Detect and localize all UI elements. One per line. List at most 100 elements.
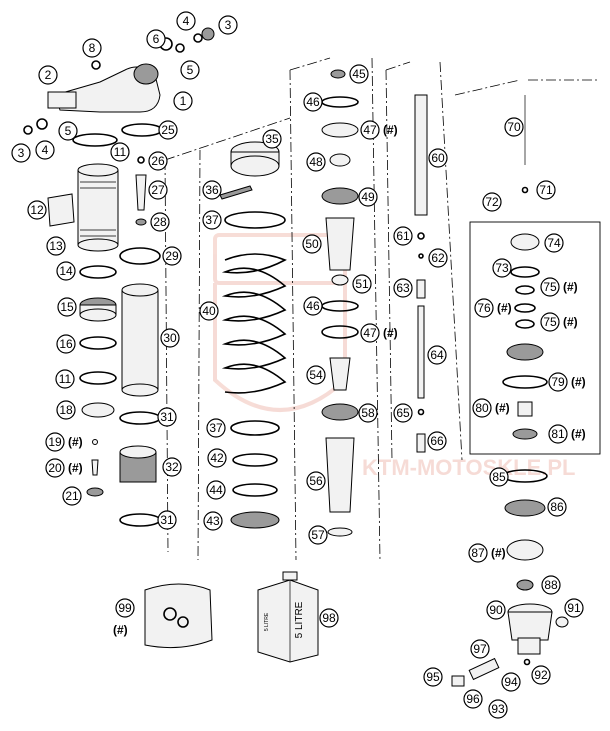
callout-18: 18	[56, 400, 76, 420]
callout-72: 72	[482, 192, 502, 212]
callout-circle	[82, 38, 102, 58]
callout-5: 5	[180, 60, 200, 80]
callout-circle	[180, 60, 200, 80]
callout-circle	[393, 278, 413, 298]
callout-circle	[427, 431, 447, 451]
callout-29: 29	[162, 246, 182, 266]
callout-circle	[306, 152, 326, 172]
callout-circle	[393, 226, 413, 246]
callout-circle	[58, 121, 78, 141]
callout-11: 11	[55, 369, 75, 389]
callout-number: 27	[151, 183, 165, 197]
callout-87: 87 (#)	[468, 543, 506, 563]
callout-circle	[148, 151, 168, 171]
callout-number: 6	[153, 32, 160, 46]
hash-tag: (#)	[491, 546, 506, 560]
callout-number: 37	[209, 421, 223, 435]
callout-3: 3	[11, 143, 31, 163]
callout-circle	[540, 312, 560, 332]
callout-number: 50	[305, 237, 319, 251]
callout-75: 75(#)	[540, 312, 578, 332]
callout-number: 3	[18, 146, 25, 160]
callout-86: 86	[547, 497, 567, 517]
callout-number: 31	[160, 513, 174, 527]
callout-number: 45	[352, 67, 366, 81]
callout-number: 11	[59, 372, 72, 386]
callout-circle	[474, 298, 494, 318]
callout-circle	[501, 672, 521, 692]
callout-circle	[206, 480, 226, 500]
callout-number: 75	[543, 280, 557, 294]
callout-number: 76	[477, 301, 491, 315]
callout-number: 42	[210, 451, 224, 465]
callout-number: 36	[205, 183, 219, 197]
callout-54: 54	[306, 365, 326, 385]
callout-circle	[45, 432, 65, 452]
callout-number: 93	[491, 702, 505, 716]
callout-number: 87	[471, 546, 485, 560]
callout-number: 88	[544, 578, 558, 592]
callout-circle	[150, 212, 170, 232]
callout-circle	[203, 511, 223, 531]
callout-number: 47	[363, 123, 377, 137]
callout-90: 90	[486, 600, 506, 620]
callout-16: 16	[56, 334, 76, 354]
callout-circle	[46, 236, 66, 256]
callout-circle	[162, 246, 182, 266]
callout-95: 95	[423, 667, 443, 687]
callout-circle	[306, 365, 326, 385]
callout-circle	[207, 448, 227, 468]
callout-circle	[148, 180, 168, 200]
oil-can-98: 5 LITRE 5 LITRE	[257, 571, 319, 663]
callout-number: 66	[430, 434, 444, 448]
callout-64: 64	[427, 345, 447, 365]
callout-number: 5	[187, 63, 194, 77]
callout-number: 1	[180, 94, 187, 108]
callout-5: 5	[58, 121, 78, 141]
callout-number: 79	[551, 375, 565, 389]
callout-31: 31	[157, 510, 177, 530]
callout-6: 6	[146, 29, 166, 49]
callout-number: 63	[396, 281, 410, 295]
callout-circle	[488, 699, 508, 719]
hash-tag: (#)	[68, 435, 83, 449]
callout-circle	[306, 471, 326, 491]
callout-27: 27	[148, 180, 168, 200]
callout-circle	[352, 274, 372, 294]
callout-63: 63	[393, 278, 413, 298]
callout-number: 32	[165, 460, 179, 474]
hash-tag: (#)	[383, 123, 398, 137]
group-72-box	[469, 221, 601, 455]
callout-number: 25	[161, 123, 175, 137]
callout-31: 31	[157, 407, 177, 427]
callout-11: 11	[110, 142, 130, 162]
callout-circle	[541, 575, 561, 595]
callout-36: 36	[202, 180, 222, 200]
callout-circle	[11, 143, 31, 163]
callout-circle	[504, 117, 524, 137]
callout-42: 42	[207, 448, 227, 468]
callout-number: 30	[163, 331, 177, 345]
callout-37: 37	[206, 418, 226, 438]
callout-circle	[202, 180, 222, 200]
callout-50: 50	[302, 234, 322, 254]
callout-circle	[160, 328, 180, 348]
callout-number: 14	[59, 264, 73, 278]
callout-56: 56	[306, 471, 326, 491]
callout-number: 2	[45, 68, 52, 82]
callout-57: 57	[308, 525, 328, 545]
left-column-parts	[23, 27, 215, 497]
callout-number: 74	[547, 236, 561, 250]
callout-circle	[548, 424, 568, 444]
callout-circle	[27, 200, 47, 220]
callout-circle	[56, 400, 76, 420]
callout-number: 56	[309, 474, 323, 488]
callout-44: 44	[206, 480, 226, 500]
callout-49: 49	[358, 187, 378, 207]
callout-number: 49	[361, 190, 375, 204]
callouts: 1233445568111112131415161819(#)20(#)2125…	[11, 11, 586, 719]
callout-number: 64	[430, 348, 444, 362]
callout-circle	[35, 140, 55, 160]
callout-number: 47	[363, 326, 377, 340]
callout-92: 92	[531, 665, 551, 685]
